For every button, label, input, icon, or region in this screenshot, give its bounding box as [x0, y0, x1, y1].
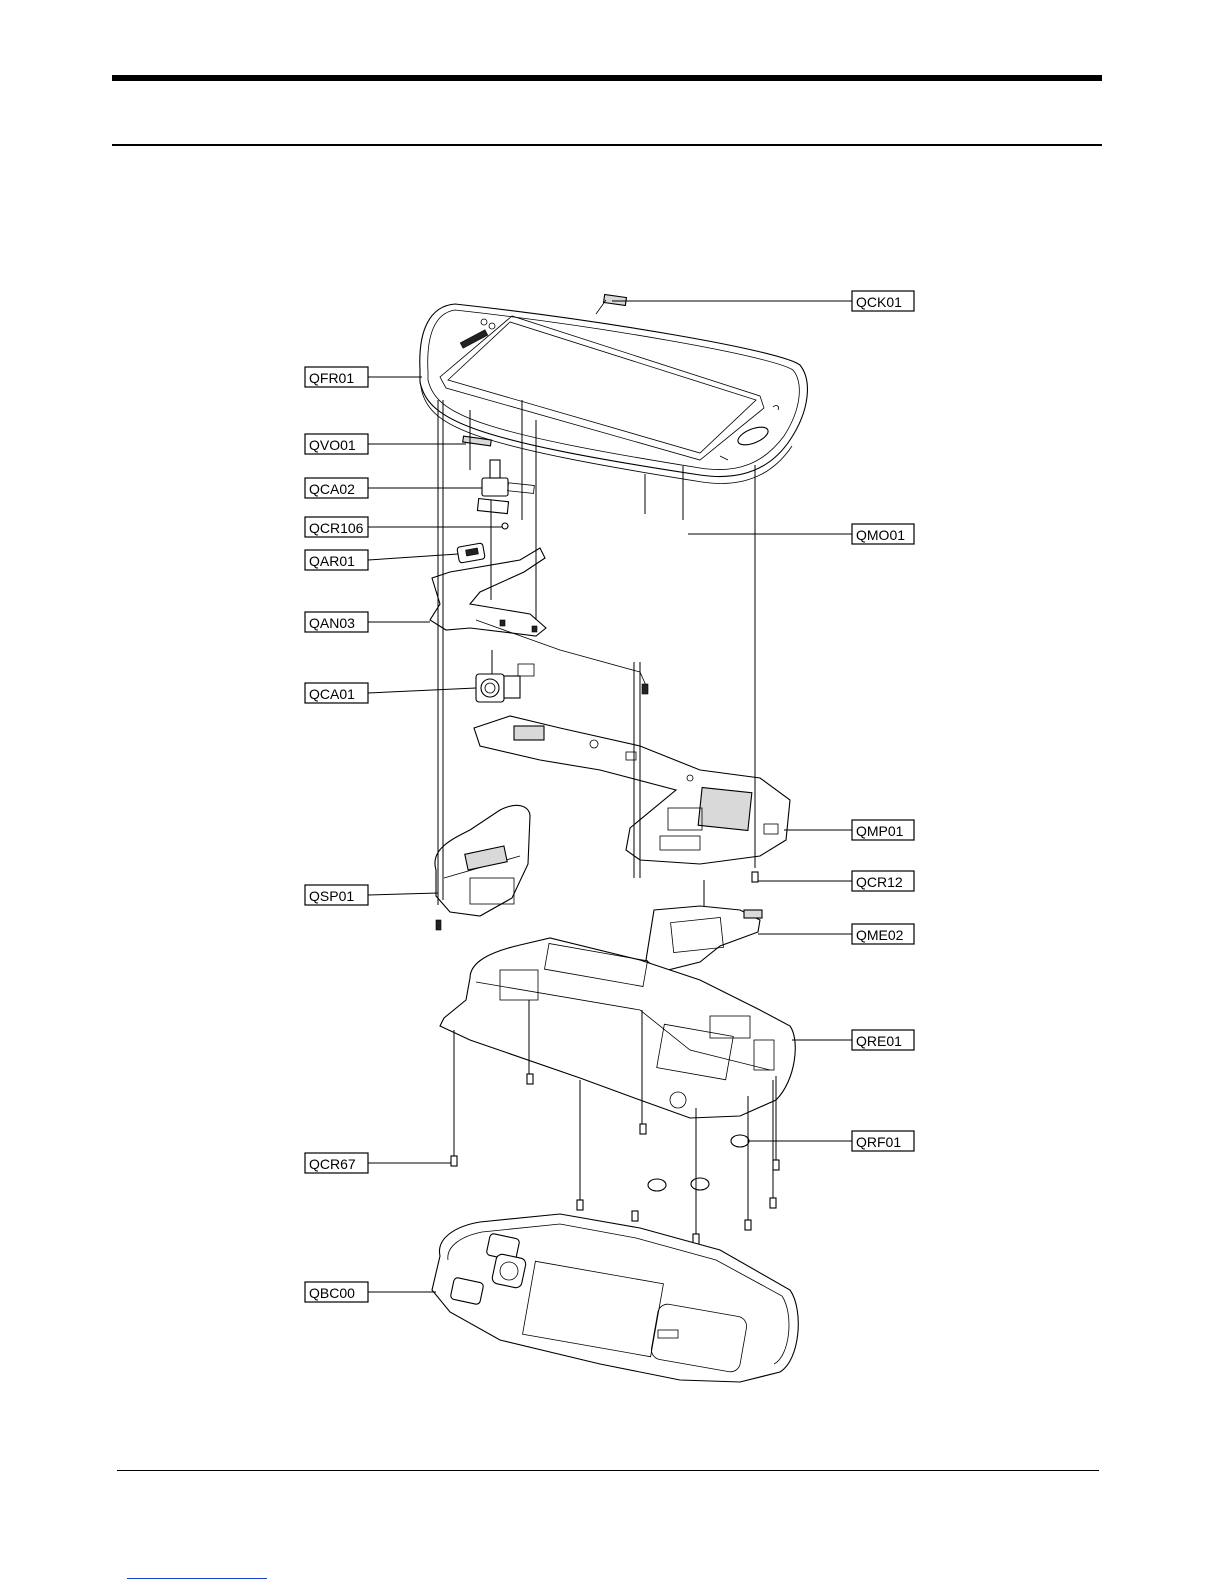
callout-qar01: QAR01 [305, 550, 368, 570]
callout-label: QBC00 [309, 1285, 355, 1301]
callout-qsp01: QSP01 [305, 885, 368, 905]
callout-label: QFR01 [309, 370, 354, 386]
callout-qca01: QCA01 [305, 683, 368, 703]
callout-qcr67: QCR67 [305, 1153, 368, 1173]
callout-label: QME02 [856, 927, 904, 943]
callout-qfr01: QFR01 [305, 367, 368, 387]
front-camera-part [477, 460, 534, 514]
rubber-feet-part [648, 1135, 749, 1191]
callout-qck01: QCK01 [852, 291, 914, 311]
callout-label: QAR01 [309, 553, 355, 569]
callout-qre01: QRE01 [852, 1030, 914, 1050]
footer-link-underline [127, 1578, 267, 1579]
battery-cover-part [432, 1214, 798, 1382]
callout-qcr12: QCR12 [852, 871, 914, 891]
metal-bracket-part [646, 906, 762, 972]
speaker-module-part [435, 805, 530, 930]
callout-label: QCA01 [309, 686, 355, 702]
callout-label: QAN03 [309, 615, 355, 631]
rear-housing-part [440, 938, 795, 1118]
footer-rule [117, 1470, 1099, 1471]
antenna-bracket-part [430, 548, 648, 694]
callout-label: QSP01 [309, 888, 354, 904]
callout-qvo01: QVO01 [305, 434, 368, 454]
callout-qan03: QAN03 [305, 612, 368, 632]
callout-qme02: QME02 [852, 924, 914, 944]
callout-label: QVO01 [309, 437, 356, 453]
callout-qmp01: QMP01 [852, 820, 914, 840]
callout-qrf01: QRF01 [852, 1131, 914, 1151]
screw-qcr12-part [752, 872, 758, 882]
callout-label: QCR106 [309, 520, 364, 536]
top-connector-part [596, 295, 626, 314]
front-housing-part [420, 304, 808, 484]
rear-camera-part [476, 664, 534, 702]
volume-key-part [463, 436, 492, 446]
callout-qbc00: QBC00 [305, 1282, 368, 1302]
callout-label: QMP01 [856, 823, 904, 839]
callout-label: QRF01 [856, 1134, 901, 1150]
callout-qcr106: QCR106 [305, 517, 368, 537]
callout-qmo01: QMO01 [852, 524, 914, 544]
callout-label: QCR67 [309, 1156, 356, 1172]
receiver-part [457, 543, 485, 563]
callout-label: QCK01 [856, 294, 902, 310]
callout-label: QRE01 [856, 1033, 902, 1049]
callout-label: QMO01 [856, 527, 905, 543]
callout-label: QCA02 [309, 481, 355, 497]
callout-qca02: QCA02 [305, 478, 368, 498]
screw-qcr106-part [502, 523, 508, 529]
callout-label: QCR12 [856, 874, 903, 890]
